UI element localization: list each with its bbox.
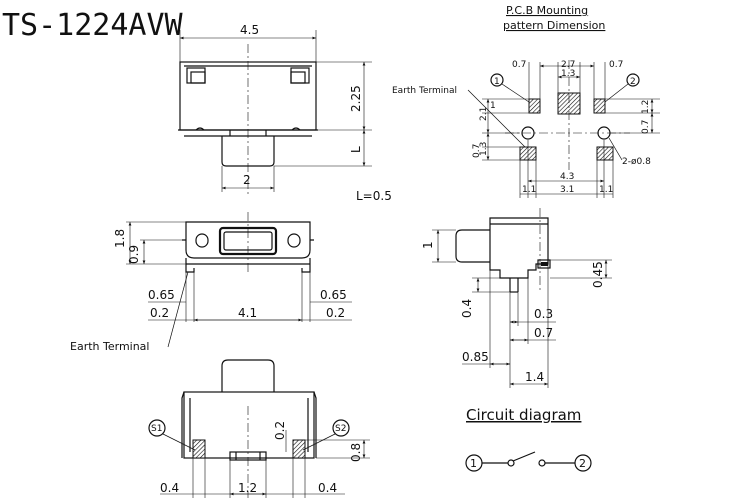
bottom-s1-label: S1 [151,424,162,434]
pcb-dim-4-3: 4.3 [560,172,574,182]
dim-front-4-1: 4.1 [238,306,257,320]
pcb-dim-2-1: 2.1 [479,107,489,121]
front-view: 1.8 0.9 0.65 0.65 0.2 4.1 0.2 Earth Term… [70,212,352,353]
pcb-dim-2-7: 2.7 [561,60,575,70]
dim-bottom-0-2: 0.2 [273,421,287,440]
pcb-dim-0-7-right: 0.7 [609,60,623,70]
dim-front-0-2-right: 0.2 [326,306,345,320]
bottom-view: S1 S2 0.2 0.8 0.4 1.2 0.4 [148,359,370,498]
dim-front-0-9: 0.9 [127,245,141,264]
pcb-pin1-label: 1 [494,77,500,87]
pcb-dim-1-1-b: 1.1 [599,185,613,195]
dim-bottom-0-4-left: 0.4 [160,481,179,495]
dim-side-0-45: 0.45 [591,261,605,288]
dim-side-0-7: 0.7 [534,326,553,340]
pcb-dim-3-1: 3.1 [560,185,574,195]
pcb-pin2-label: 2 [630,77,636,87]
dim-side-0-4: 0.4 [460,299,474,318]
front-earth-terminal-label: Earth Terminal [70,340,149,353]
dim-top-width: 4.5 [240,23,259,37]
dim-side-1: 1 [421,241,435,249]
bottom-s2-label: S2 [335,424,346,434]
pcb-dim-1-3-top: 1.3 [561,69,575,79]
dim-L: L [349,146,363,153]
pcb-earth-terminal-label: Earth Terminal [392,86,457,96]
dim-front-0-65-left: 0.65 [148,288,175,302]
pcb-dim-1-1-a: 1.1 [522,185,536,195]
dim-side-1-4: 1.4 [525,370,544,384]
dim-front-1-8: 1.8 [113,229,127,248]
pcb-dim-0-7-left: 0.7 [512,60,526,70]
dim-bottom-0-8: 0.8 [349,443,363,462]
circuit-node-1: 1 [470,457,477,470]
pcb-pattern: P.C.B Mounting pattern Dimension 0.7 2.7… [392,4,660,198]
top-view: 4.5 2 2.25 L L=0.5 [178,23,392,203]
dim-front-0-65-right: 0.65 [320,288,347,302]
dim-front-0-2-left: 0.2 [150,306,169,320]
pcb-title-line1: P.C.B Mounting [506,4,588,17]
pcb-hole-label: 2-ø0.8 [622,157,651,167]
pcb-dim-0-7-left2: 0.7 [472,144,482,158]
pcb-dim-1: 1 [490,101,496,111]
dim-bottom-0-4-right: 0.4 [318,481,337,495]
dim-bottom-1-2: 1.2 [238,481,257,495]
side-view: 1 0.45 0.4 0.3 0.7 0.85 1.4 [421,208,612,388]
circuit-title: Circuit diagram [466,406,581,424]
circuit-diagram: Circuit diagram 1 2 [465,406,592,472]
pcb-dim-1-3-left: 1.3 [479,142,489,156]
pcb-dim-0-7-r2: 0.7 [641,120,651,134]
part-number-title: TS-1224AVW [2,8,184,43]
dim-side-0-3: 0.3 [534,307,553,321]
L-value-note: L=0.5 [356,189,392,203]
dim-side-0-85: 0.85 [462,350,489,364]
dim-stem-width: 2 [243,173,251,187]
circuit-node-2: 2 [579,457,586,470]
pcb-title-line2: pattern Dimension [503,19,605,32]
dim-top-height: 2.25 [349,85,363,112]
pcb-dim-1-2: 1.2 [641,100,651,114]
